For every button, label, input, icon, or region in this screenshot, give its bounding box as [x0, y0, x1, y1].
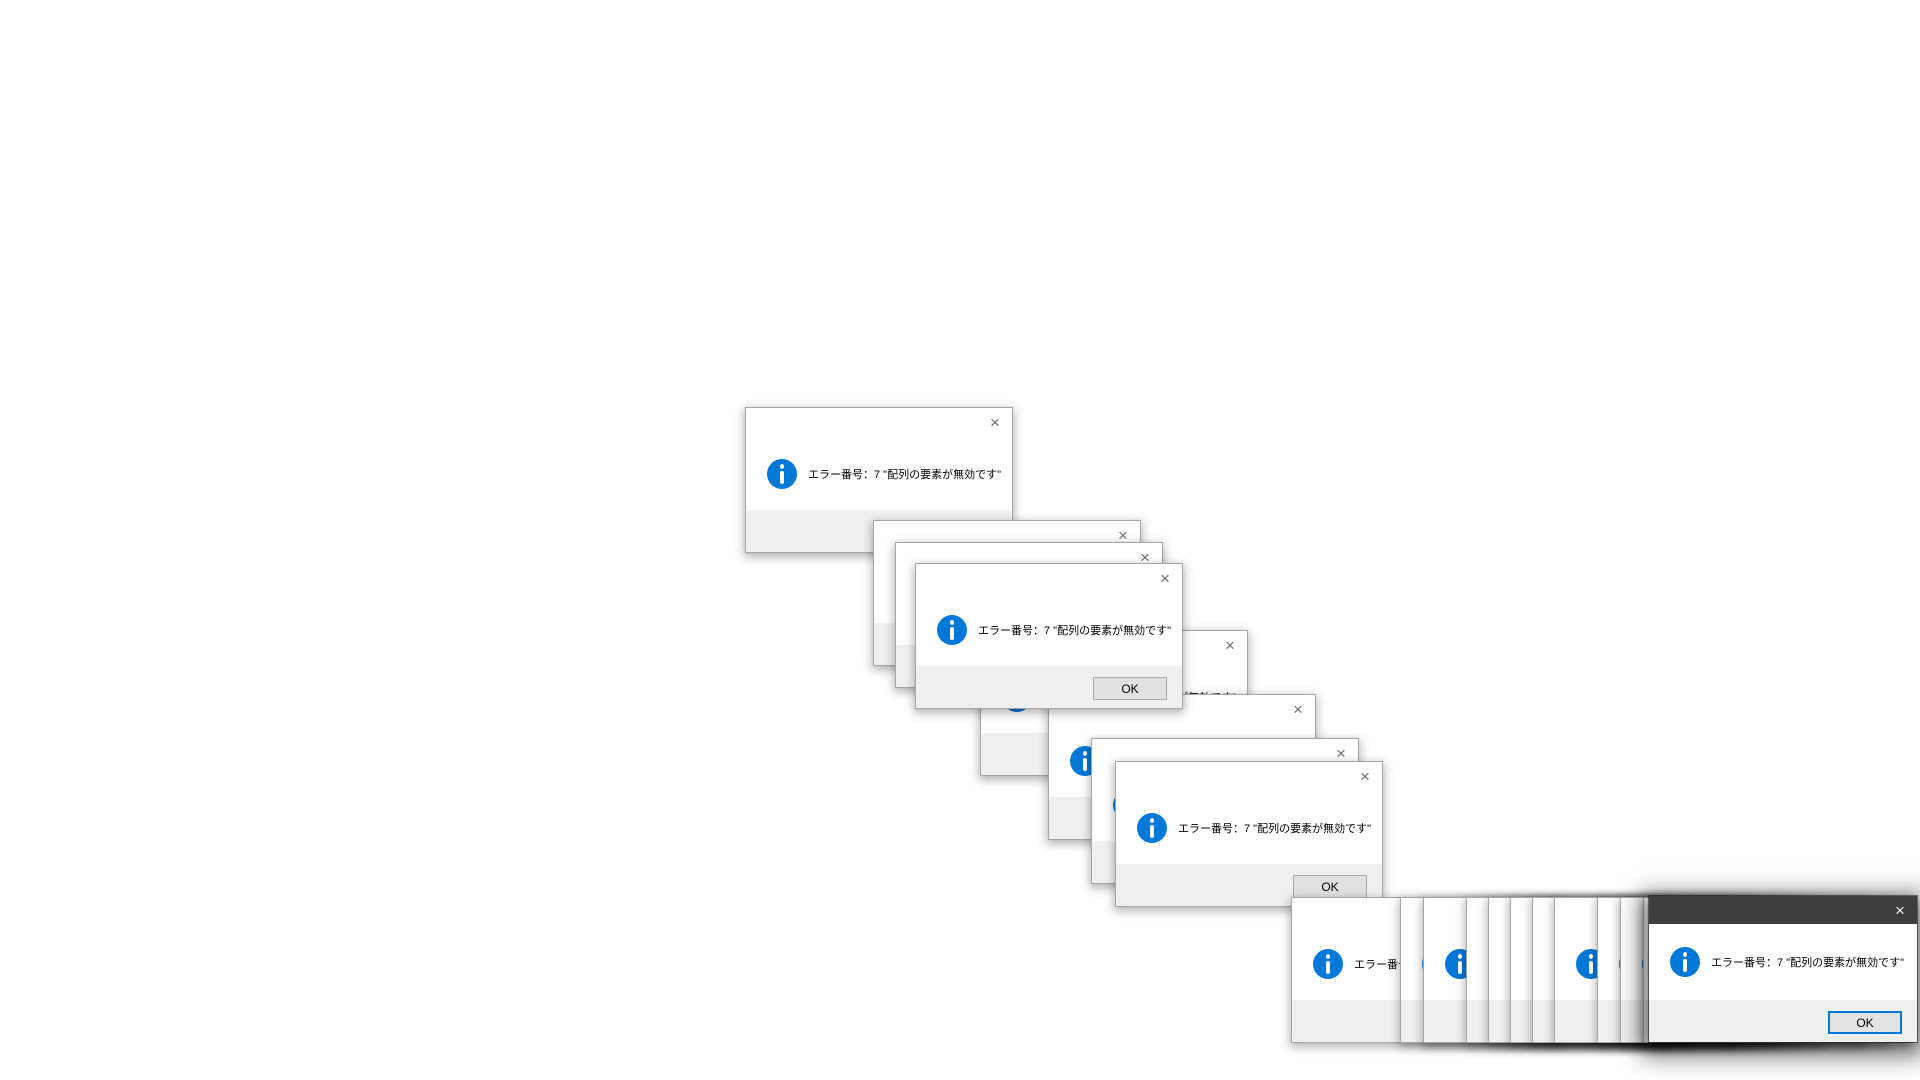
dialog-content: エラー番号：7 "配列の要素が無効です" — [1649, 924, 1917, 1000]
dialog-footer: OK — [1649, 1000, 1917, 1042]
dialog-footer: OK — [916, 666, 1182, 708]
ok-button[interactable]: OK — [1293, 875, 1367, 898]
close-button[interactable]: × — [1106, 521, 1140, 549]
close-button[interactable]: × — [1128, 543, 1162, 571]
info-icon — [1313, 949, 1343, 979]
close-button[interactable]: × — [1883, 896, 1917, 924]
dialog-titlebar[interactable]: × — [896, 543, 1162, 571]
ok-button[interactable]: OK — [1828, 1011, 1902, 1034]
message-dialog[interactable]: × エラー番号：7 "配列の要素が無効です" OK — [1649, 896, 1917, 1042]
ok-button[interactable]: OK — [1093, 677, 1167, 700]
close-icon: × — [1336, 743, 1346, 763]
close-icon: × — [1140, 547, 1150, 567]
close-icon: × — [1895, 900, 1905, 920]
info-icon — [937, 615, 967, 645]
close-icon: × — [1225, 635, 1235, 655]
close-icon: × — [1160, 568, 1170, 588]
dialog-titlebar[interactable]: × — [1092, 739, 1358, 767]
dialog-titlebar[interactable]: × — [981, 631, 1247, 659]
close-button[interactable]: × — [1148, 564, 1182, 592]
dialog-content: エラー番号：7 "配列の要素が無効です" — [916, 592, 1182, 668]
message-dialog[interactable]: × エラー番号：7 "配列の要素が無効です" OK — [1115, 761, 1383, 907]
dialog-titlebar[interactable]: × — [916, 564, 1182, 592]
close-button[interactable]: × — [1324, 739, 1358, 767]
dialog-titlebar[interactable]: × — [746, 408, 1012, 436]
dialog-titlebar[interactable]: × — [1049, 695, 1315, 723]
dialog-content: エラー番号：7 "配列の要素が無効です" — [746, 436, 1012, 512]
dialog-titlebar[interactable]: × — [874, 521, 1140, 549]
dialog-message: エラー番号：7 "配列の要素が無効です" — [808, 469, 1001, 481]
info-icon — [1137, 813, 1167, 843]
dialog-titlebar[interactable]: × — [1116, 762, 1382, 790]
close-icon: × — [1118, 525, 1128, 545]
info-icon — [1670, 947, 1700, 977]
close-button[interactable]: × — [1348, 762, 1382, 790]
dialog-content: エラー番号：7 "配列の要素が無効です" — [1116, 790, 1382, 866]
close-icon: × — [1360, 766, 1370, 786]
message-dialog[interactable]: × エラー番号：7 "配列の要素が無効です" OK — [915, 563, 1183, 709]
close-icon: × — [1293, 699, 1303, 719]
info-icon — [767, 459, 797, 489]
dialog-message: エラー番号：7 "配列の要素が無効です" — [1711, 957, 1904, 969]
close-button[interactable]: × — [1281, 695, 1315, 723]
close-icon: × — [990, 412, 1000, 432]
close-button[interactable]: × — [1213, 631, 1247, 659]
dialog-titlebar[interactable]: × — [1649, 896, 1917, 924]
dialog-message: エラー番号：7 "配列の要素が無効です" — [1178, 823, 1371, 835]
close-button[interactable]: × — [978, 408, 1012, 436]
dialog-message: エラー番号：7 "配列の要素が無効です" — [978, 625, 1171, 637]
